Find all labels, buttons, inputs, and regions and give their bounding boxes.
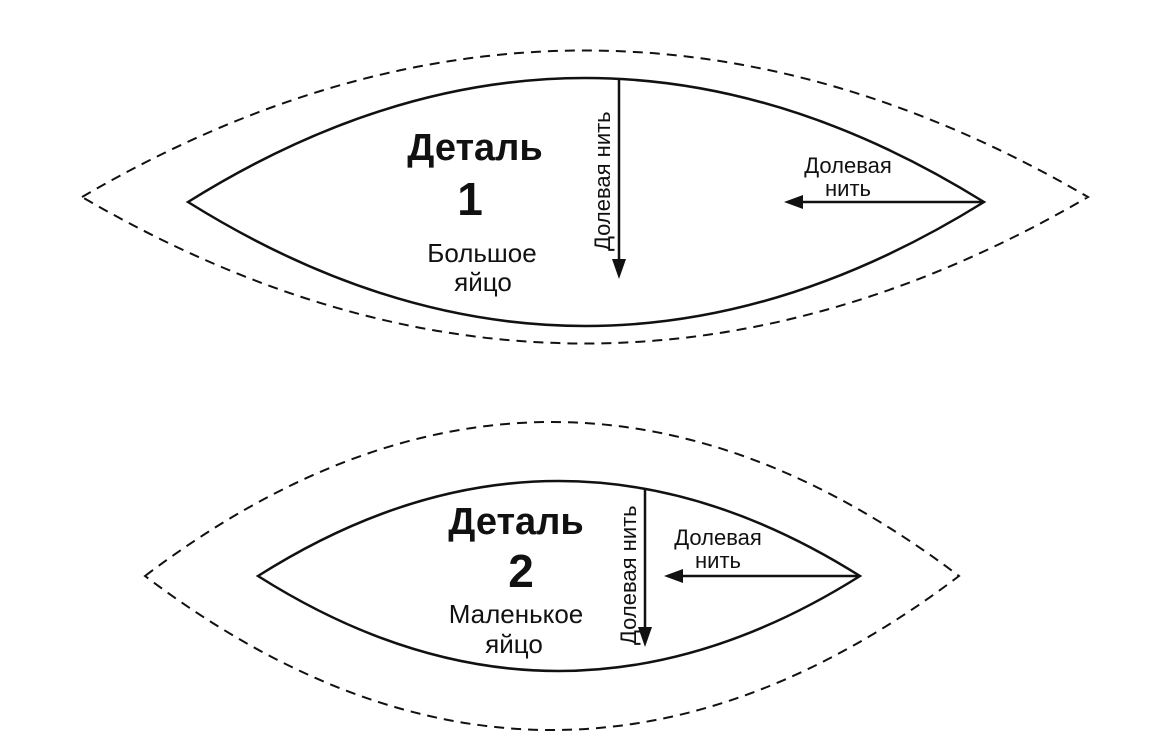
piece-2-vertical-grain-label: Долевая нить	[616, 505, 641, 645]
piece-2-number: 2	[508, 545, 534, 597]
piece-2-horizontal-grain-label-2: нить	[695, 548, 741, 573]
piece-2-seam-allowance	[143, 421, 961, 731]
piece-1-seam-allowance	[80, 49, 1090, 345]
piece-2-vertical-arrowhead	[638, 627, 652, 647]
piece-1-horizontal-arrowhead	[784, 195, 803, 209]
piece-2-horizontal-arrowhead	[664, 569, 683, 583]
piece-2-horizontal-grain-label-1: Долевая	[674, 525, 762, 550]
piece-1-name-line-1: Большое	[427, 238, 536, 268]
piece-2-name-line-1: Маленькое	[449, 599, 584, 629]
piece-1-vertical-arrowhead	[612, 259, 626, 279]
piece-1-large-egg: Долевая нить Долевая нить Деталь 1 Больш…	[80, 49, 1090, 345]
piece-1-number: 1	[457, 173, 483, 225]
piece-2-title: Деталь	[448, 501, 583, 543]
piece-1-name-line-2: яйцо	[454, 267, 512, 297]
piece-2-small-egg: Долевая нить Долевая нить Деталь 2 Мален…	[143, 421, 961, 731]
piece-2-name-line-2: яйцо	[485, 629, 543, 659]
piece-1-horizontal-grain-label-2: нить	[825, 176, 871, 201]
piece-1-vertical-grain-label: Долевая нить	[590, 111, 615, 251]
piece-1-horizontal-grain-label-1: Долевая	[804, 153, 892, 178]
piece-1-title: Деталь	[407, 127, 542, 169]
